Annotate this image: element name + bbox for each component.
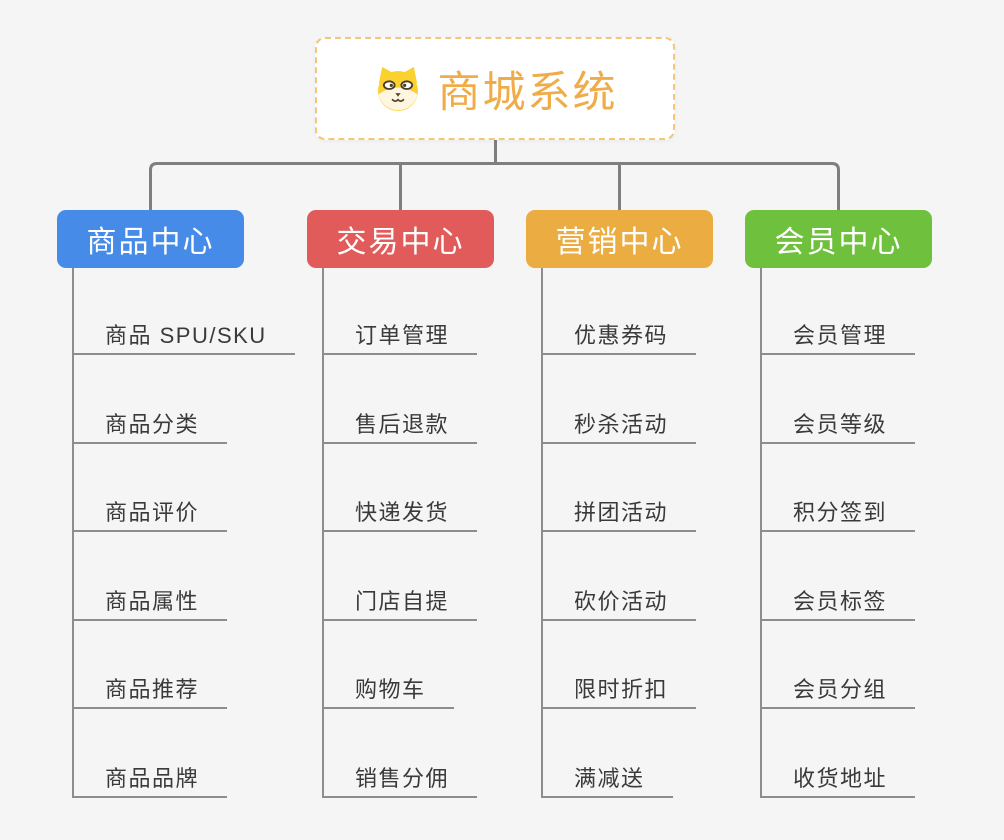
leaf-node-member-center-3[interactable]: 积分签到 <box>761 496 916 533</box>
branch-node-marketing-center[interactable]: 营销中心 <box>526 210 713 268</box>
branch-label: 营销中心 <box>555 226 684 259</box>
branch-label: 交易中心 <box>336 226 465 259</box>
branch-node-product-center[interactable]: 商品中心 <box>57 210 244 268</box>
leaf-node-member-center-2[interactable]: 会员等级 <box>761 408 916 444</box>
leaf-node-trade-center-4[interactable]: 门店自提 <box>323 585 478 621</box>
leaf-node-product-center-2[interactable]: 商品分类 <box>73 408 228 444</box>
leaf-node-member-center-6[interactable]: 收货地址 <box>761 762 916 798</box>
branch-node-member-center[interactable]: 会员中心 <box>745 210 932 268</box>
leaf-node-marketing-center-1[interactable]: 优惠券码 <box>542 319 697 355</box>
leaf-node-trade-center-5[interactable]: 购物车 <box>323 673 454 710</box>
branch-label: 商品中心 <box>86 226 215 259</box>
leaf-node-trade-center-1[interactable]: 订单管理 <box>323 319 478 355</box>
leaf-node-trade-center-2[interactable]: 售后退款 <box>323 408 478 444</box>
leaf-node-trade-center-3[interactable]: 快递发货 <box>323 496 478 533</box>
leaf-node-marketing-center-3[interactable]: 拼团活动 <box>542 496 697 533</box>
dog-face-icon <box>373 65 423 112</box>
root-node[interactable]: 商城系统 <box>315 37 675 140</box>
leaf-node-member-center-5[interactable]: 会员分组 <box>761 673 916 710</box>
leaf-node-marketing-center-4[interactable]: 砍价活动 <box>542 585 697 621</box>
branch-label: 会员中心 <box>774 226 903 259</box>
leaf-node-member-center-4[interactable]: 会员标签 <box>761 585 916 621</box>
leaf-node-marketing-center-6[interactable]: 满减送 <box>542 762 673 798</box>
leaf-node-product-center-6[interactable]: 商品品牌 <box>73 762 228 798</box>
leaf-node-marketing-center-2[interactable]: 秒杀活动 <box>542 408 697 444</box>
leaf-node-trade-center-6[interactable]: 销售分佣 <box>323 762 478 798</box>
branch-node-trade-center[interactable]: 交易中心 <box>307 210 494 268</box>
leaf-node-product-center-3[interactable]: 商品评价 <box>73 496 228 533</box>
leaf-node-marketing-center-5[interactable]: 限时折扣 <box>542 673 697 710</box>
leaf-node-product-center-4[interactable]: 商品属性 <box>73 585 228 621</box>
leaf-node-product-center-1[interactable]: 商品 SPU/SKU <box>73 319 295 355</box>
root-title: 商城系统 <box>437 68 618 117</box>
leaf-node-member-center-1[interactable]: 会员管理 <box>761 319 916 355</box>
leaf-node-product-center-5[interactable]: 商品推荐 <box>73 673 228 710</box>
